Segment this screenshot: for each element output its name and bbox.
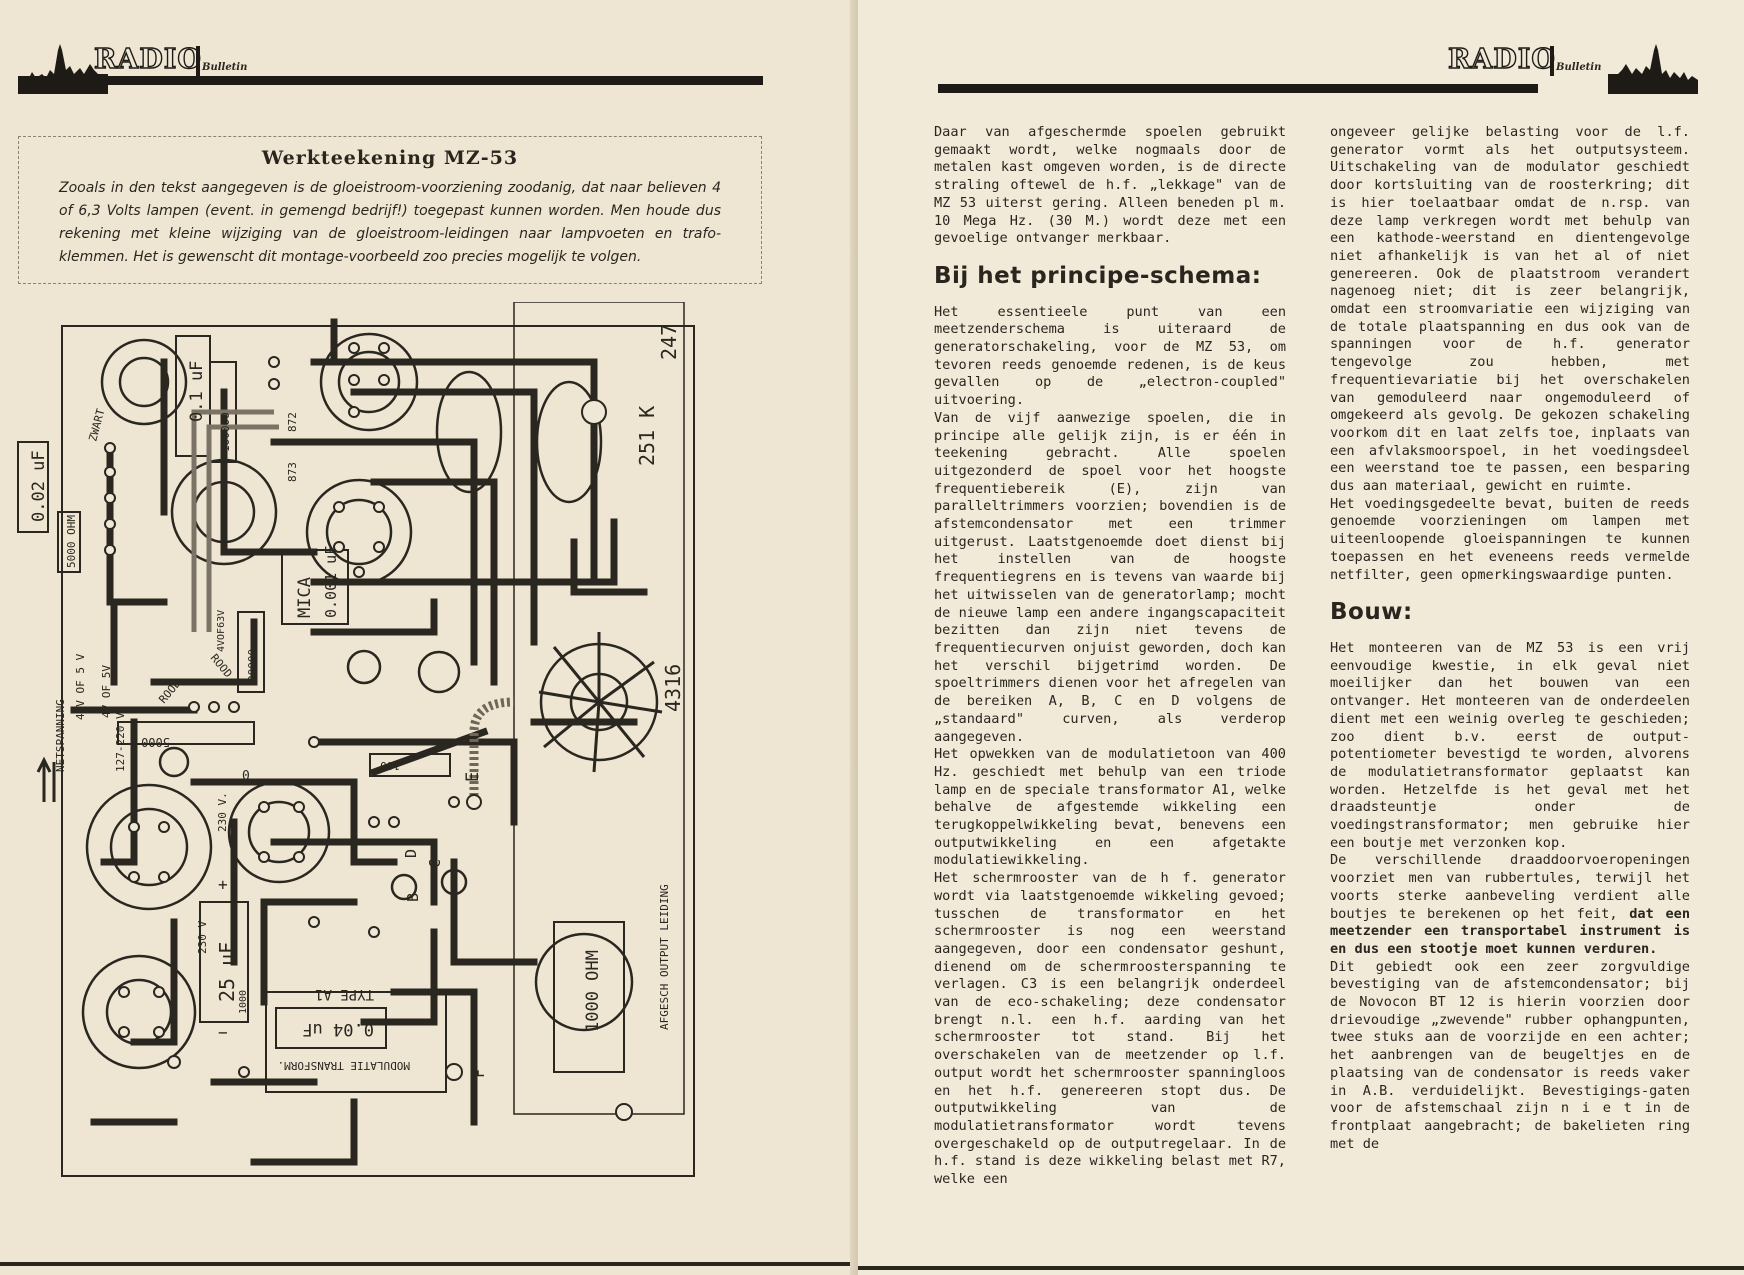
label-netspanning: NETSPANNING	[54, 699, 67, 772]
label-d: D	[402, 849, 420, 858]
label-b: B	[404, 893, 422, 902]
label-4v-or-5v: 4V OF 5V	[100, 665, 113, 718]
label-r-100000: 100000	[219, 412, 232, 452]
label-c-25uf: 25 uF	[215, 942, 239, 1002]
left-masthead: RADIO Bulletin	[18, 38, 258, 94]
paragraph: Dit gebiedt ook een zeer zorgvuldige bev…	[1330, 958, 1690, 1152]
label-mica-value: 0.001 uF	[322, 546, 340, 618]
label-230v-b: 230 V	[196, 921, 209, 954]
label-247: 247	[657, 324, 681, 360]
label-rood-2: ROOD	[208, 652, 235, 681]
logo-word-right: RADIO	[1447, 43, 1556, 75]
bottom-rule-left	[0, 1262, 850, 1266]
label-f: F	[470, 1069, 488, 1078]
label-c: C	[426, 859, 444, 868]
label-c-100: 100	[380, 759, 400, 772]
bottom-rule-right	[858, 1266, 1744, 1270]
paragraph: ongeveer gelijke belasting voor de l.f. …	[1330, 124, 1690, 495]
caption-box: Werkteekening MZ-53 Zooals in den tekst …	[18, 136, 762, 284]
label-r-1000-small: 1000	[238, 990, 249, 1014]
logo-bar	[196, 46, 200, 76]
label-872: 872	[286, 412, 299, 432]
text-column-2: ongeveer gelijke belasting voor de l.f. …	[1330, 124, 1690, 1153]
label-r-5000-ohm: 5000 OHM	[65, 515, 78, 568]
label-r-5000: 5000	[141, 735, 170, 749]
label-type-a1: TYPE A1	[315, 986, 374, 1002]
top-rule-right	[938, 84, 1538, 93]
paragraph-text: De verschillende draaddoorvoeropeningen …	[1330, 852, 1690, 922]
paragraph: Van de vijf aanwezige spoelen, die in pr…	[934, 409, 1286, 745]
caption-text: Zooals in den tekst aangegeven is de glo…	[59, 180, 721, 265]
label-230v-a: 230 V.	[216, 792, 229, 832]
label-127-220: 127-220 V	[114, 712, 127, 772]
label-r-1000-ohm: 1000 OHM	[583, 950, 603, 1032]
bold-emphasis: dat een meetzender een transportabel ins…	[1330, 905, 1690, 957]
label-modulatie-transform: MODULATIE TRANSFORM.	[278, 1059, 410, 1072]
label-r-30000: 30000	[246, 649, 259, 682]
text-column-1: Daar van afgeschermde spoelen gebruikt g…	[934, 124, 1286, 1189]
label-zwart: ZWART	[86, 407, 107, 443]
paragraph: De verschillende draaddoorvoeropeningen …	[1330, 852, 1690, 958]
label-873: 873	[286, 462, 299, 482]
top-rule	[18, 76, 763, 85]
paragraph: Daar van afgeschermde spoelen gebruikt g…	[934, 124, 1286, 247]
paragraph: Het essentieele punt van een meetzenders…	[934, 303, 1286, 409]
label-251k: 251 K	[635, 406, 659, 466]
caption-title: Werkteekening MZ-53	[261, 147, 519, 169]
label-mica: MICA	[295, 577, 315, 618]
label-plus: +	[218, 875, 228, 894]
label-e: E	[463, 772, 483, 782]
logo-word: RADIO	[93, 43, 202, 75]
label-c-004: 0.04 uF	[302, 1019, 374, 1039]
label-4316: 4316	[661, 664, 685, 712]
label-4-v-of-5-v: 4 V OF 5 V	[74, 653, 87, 720]
paragraph: Het monteeren van de MZ 53 is een vrij e…	[1330, 639, 1690, 851]
label-c-002: 0.02 uF	[29, 450, 49, 522]
right-page: RADIO Bulletin Daar van afgeschermde spo…	[858, 0, 1744, 1275]
logo-sub: Bulletin	[202, 62, 248, 73]
left-page: RADIO Bulletin Werkteekening MZ-53 Zooal…	[0, 0, 858, 1275]
label-minus: −	[218, 1023, 228, 1042]
city-skyline-logo-right	[1608, 44, 1698, 94]
paragraph: Het voedingsgedeelte bevat, buiten de re…	[1330, 495, 1690, 583]
paragraph: Het opwekken van de modulatietoon van 40…	[934, 746, 1286, 869]
logo-bar-right	[1550, 46, 1554, 76]
label-0: 0	[242, 769, 250, 784]
section-heading: Bouw:	[1330, 599, 1413, 626]
logo-sub-right: Bulletin	[1556, 62, 1602, 73]
wiring-diagram: 0.02 uF 5000 OHM ZWART 0.1 uF 100000 872…	[17, 302, 695, 1177]
paragraph: Het schermrooster van de h f. generator …	[934, 870, 1286, 1188]
right-masthead: RADIO Bulletin	[1447, 38, 1708, 94]
section-heading: Bij het principe-schema:	[934, 262, 1262, 289]
label-afgesch-output: AFGESCH OUTPUT LEIDING	[658, 884, 671, 1030]
label-c-01: 0.1 uF	[187, 361, 207, 422]
label-4-or-63: 4VOF63V	[216, 610, 227, 652]
